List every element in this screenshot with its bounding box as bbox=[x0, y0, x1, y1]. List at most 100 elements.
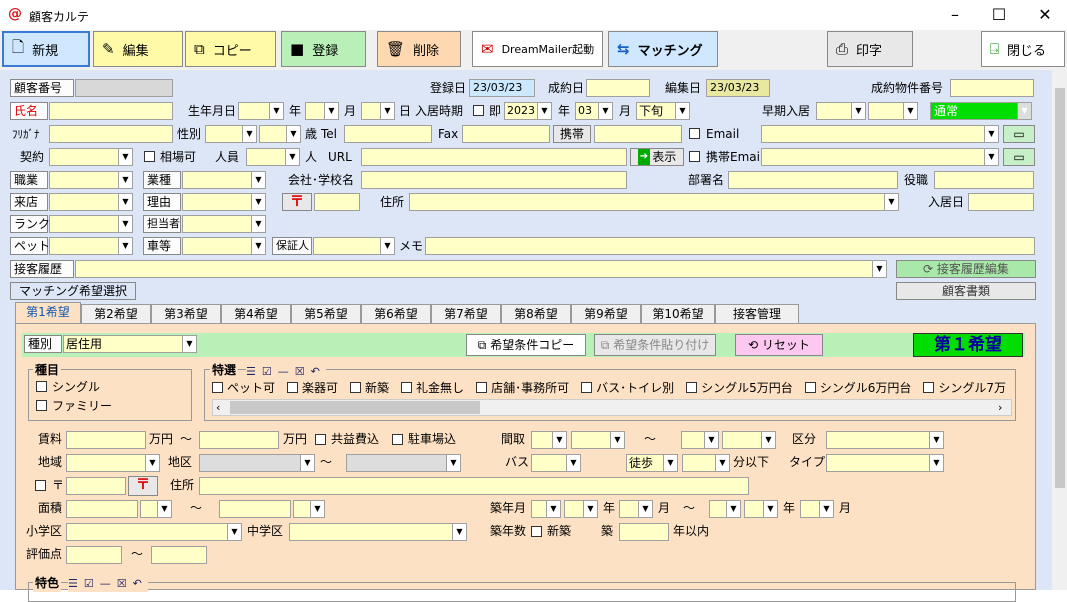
feature-item[interactable]: シングル5万円台 bbox=[686, 379, 793, 395]
company-field[interactable] bbox=[361, 171, 627, 189]
reg-date-field[interactable]: 23/03/23 bbox=[469, 79, 535, 97]
car-select[interactable]: ▼ bbox=[182, 237, 266, 255]
mobile-email-checkbox[interactable] bbox=[689, 151, 700, 162]
dept-field[interactable] bbox=[728, 171, 898, 189]
feature-checkbox[interactable] bbox=[804, 382, 816, 393]
score-max-field[interactable] bbox=[151, 546, 207, 564]
tel-field[interactable] bbox=[344, 125, 432, 143]
feature-tool-icons[interactable]: ☰☑—☒↶ bbox=[246, 363, 326, 380]
scroll-left-icon[interactable]: ‹ bbox=[216, 401, 221, 414]
built-month-select[interactable]: ▼ bbox=[619, 500, 653, 518]
pet-select[interactable]: ▼ bbox=[49, 237, 133, 255]
visit-select[interactable]: ▼ bbox=[49, 193, 133, 211]
madori-min-num[interactable]: ▼ bbox=[531, 431, 567, 449]
feature-checkbox[interactable] bbox=[476, 382, 488, 393]
feature-item[interactable]: 店舗･事務所可 bbox=[476, 379, 569, 395]
new-build-checkbox[interactable] bbox=[531, 526, 542, 537]
elem-select[interactable]: ▼ bbox=[66, 523, 242, 541]
early-select-1[interactable]: ▼ bbox=[816, 102, 866, 120]
matching-button[interactable]: ⇆マッチング bbox=[608, 31, 718, 67]
tab-5[interactable]: 第5希望 bbox=[291, 304, 361, 324]
fax-field[interactable] bbox=[462, 125, 550, 143]
feature-item[interactable]: 楽器可 bbox=[287, 379, 338, 395]
move-month-select[interactable]: 03▼ bbox=[575, 102, 613, 120]
built-era-select[interactable]: ▼ bbox=[531, 500, 561, 518]
age-select[interactable]: ▼ bbox=[259, 125, 301, 143]
scrollbar-thumb[interactable] bbox=[1055, 88, 1065, 488]
postal-lookup-button[interactable]: 〒 bbox=[282, 193, 312, 211]
parking-checkbox[interactable] bbox=[392, 434, 403, 445]
delete-button[interactable]: 🗑削除 bbox=[377, 31, 461, 67]
tab-10[interactable]: 第10希望 bbox=[641, 304, 715, 324]
reset-button[interactable]: ⟲ リセット bbox=[735, 334, 823, 356]
district-to-select[interactable]: ▼ bbox=[346, 454, 461, 472]
area-select[interactable]: ▼ bbox=[66, 454, 160, 472]
district-from-select[interactable]: ▼ bbox=[199, 454, 315, 472]
madori-max-num[interactable]: ▼ bbox=[681, 431, 719, 449]
tab-reception[interactable]: 接客管理 bbox=[715, 304, 799, 324]
tab-3[interactable]: 第3希望 bbox=[151, 304, 221, 324]
mobile-email-select[interactable]: ▼ bbox=[761, 148, 999, 166]
new-button[interactable]: 🗋新規 bbox=[2, 31, 90, 67]
dreammailer-button[interactable]: ✉DreamMailer起動 bbox=[472, 31, 603, 67]
move-year-select[interactable]: 2023▼ bbox=[504, 102, 552, 120]
minutes-select[interactable]: ▼ bbox=[682, 454, 730, 472]
print-button[interactable]: ⎙印字 bbox=[827, 31, 913, 67]
type2-select[interactable]: ▼ bbox=[826, 454, 944, 472]
postal-field[interactable] bbox=[314, 193, 360, 211]
mobile-email-send-button[interactable]: ▭ bbox=[1003, 148, 1035, 166]
panel-address-field[interactable] bbox=[199, 477, 749, 495]
mobile-field[interactable] bbox=[594, 125, 682, 143]
tab-9[interactable]: 第9希望 bbox=[571, 304, 641, 324]
feature-item[interactable]: シングル7万 bbox=[923, 379, 1006, 395]
aihoka-checkbox[interactable] bbox=[144, 151, 155, 162]
score-min-field[interactable] bbox=[66, 546, 122, 564]
copy-button[interactable]: ⧉コピー bbox=[185, 31, 276, 67]
madori-max-type[interactable]: ▼ bbox=[722, 431, 776, 449]
panel-postal-button[interactable]: 〒 bbox=[128, 476, 158, 496]
tab-7[interactable]: 第7希望 bbox=[431, 304, 501, 324]
built-year2-select[interactable]: ▼ bbox=[744, 500, 778, 518]
email-send-button[interactable]: ▭ bbox=[1003, 125, 1035, 143]
chiku-field[interactable] bbox=[619, 523, 669, 541]
address-select[interactable]: ▼ bbox=[409, 193, 899, 211]
feature-checkbox[interactable] bbox=[923, 382, 935, 393]
feature-item[interactable]: ペット可 bbox=[212, 379, 275, 395]
feature-checkbox[interactable] bbox=[581, 382, 593, 393]
postal-checkbox[interactable] bbox=[35, 480, 46, 491]
feature-checkbox[interactable] bbox=[686, 382, 698, 393]
kyoeki-checkbox[interactable] bbox=[315, 434, 326, 445]
maximize-button[interactable]: ☐ bbox=[991, 5, 1007, 24]
birth-day-select[interactable]: ▼ bbox=[361, 102, 395, 120]
panel-postal-field[interactable] bbox=[66, 477, 126, 495]
url-field[interactable] bbox=[361, 148, 627, 166]
job-select[interactable]: ▼ bbox=[49, 171, 133, 189]
feature-checkbox[interactable] bbox=[350, 382, 362, 393]
feature-checkbox[interactable] bbox=[212, 382, 223, 393]
bus-select[interactable]: ▼ bbox=[531, 454, 581, 472]
tokushoku-tool-icons[interactable]: ☰☑—☒↶ bbox=[68, 575, 148, 592]
hscroll-thumb[interactable] bbox=[230, 401, 480, 414]
match-select-button[interactable]: マッチング希望選択 bbox=[10, 282, 136, 300]
type-select[interactable]: 居住用▼ bbox=[63, 335, 197, 353]
contract-date-field[interactable] bbox=[586, 79, 650, 97]
status-select[interactable]: 通常▼ bbox=[930, 102, 1032, 120]
menseki-min-select[interactable]: ▼ bbox=[140, 500, 172, 518]
gender-select[interactable]: ▼ bbox=[205, 125, 257, 143]
feature-item[interactable]: 新築 bbox=[350, 379, 389, 395]
single-checkbox[interactable] bbox=[36, 381, 47, 392]
middle-select[interactable]: ▼ bbox=[289, 523, 467, 541]
reason-select[interactable]: ▼ bbox=[182, 193, 266, 211]
show-button[interactable]: ➔表示 bbox=[630, 148, 684, 166]
built-month2-select[interactable]: ▼ bbox=[800, 500, 834, 518]
menseki-max-field[interactable] bbox=[219, 500, 291, 518]
kubun-select[interactable]: ▼ bbox=[826, 431, 944, 449]
feature-checkbox[interactable] bbox=[401, 382, 413, 393]
feature-checkbox[interactable] bbox=[287, 382, 299, 393]
close-window-button[interactable]: ✕ bbox=[1038, 5, 1052, 24]
rank-select[interactable]: ▼ bbox=[49, 215, 133, 233]
kana-field[interactable] bbox=[49, 125, 173, 143]
memo-field[interactable] bbox=[425, 237, 1035, 255]
menseki-max-select[interactable]: ▼ bbox=[293, 500, 325, 518]
name-field[interactable] bbox=[49, 102, 173, 120]
